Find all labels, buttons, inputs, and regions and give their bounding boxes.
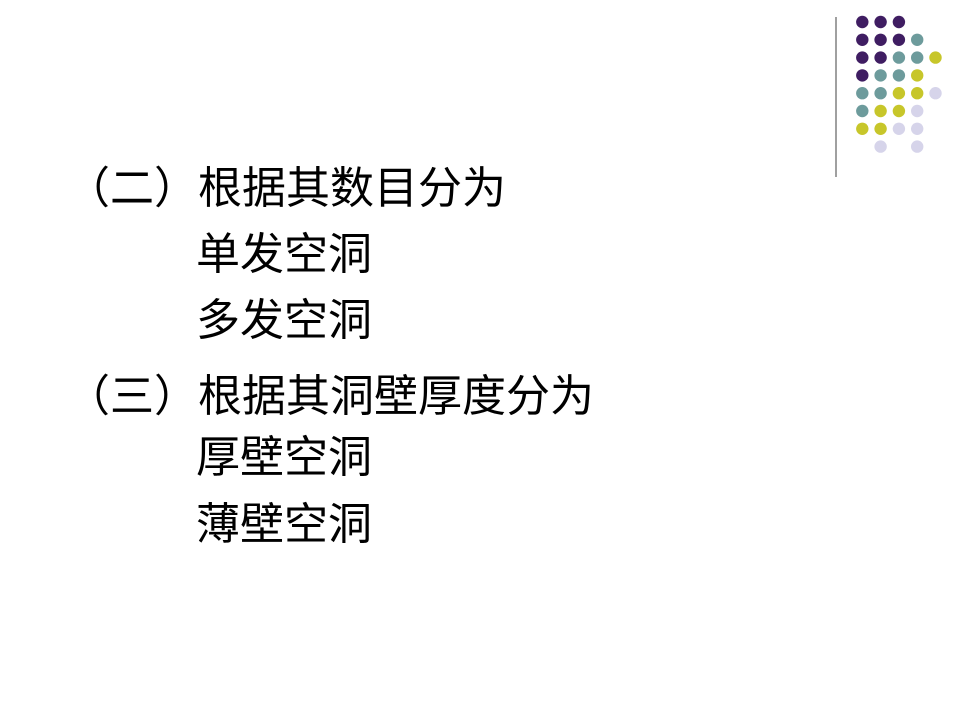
item-thin-wall-cavity: 薄壁空洞	[196, 499, 372, 550]
item-single-cavity: 单发空洞	[196, 229, 372, 280]
heading-by-number: （二）根据其数目分为	[66, 163, 506, 214]
heading-by-wall-thickness: （三）根据其洞壁厚度分为	[66, 371, 594, 422]
item-multiple-cavity: 多发空洞	[196, 295, 372, 346]
item-thick-wall-cavity: 厚壁空洞	[196, 432, 372, 483]
